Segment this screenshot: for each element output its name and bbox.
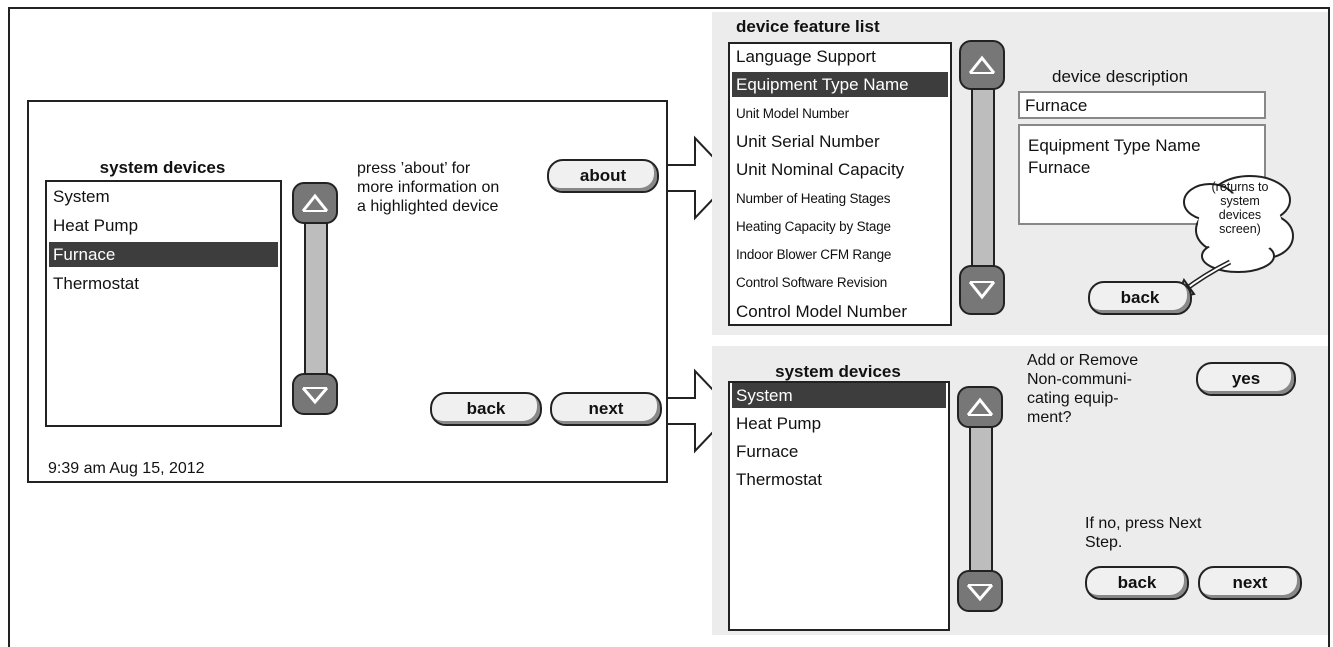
chevron-down-icon [968, 281, 996, 300]
callout-line: screen) [1219, 222, 1261, 236]
instruction-line: a highlighted device [357, 198, 499, 215]
about-instruction: press ’about’ for more information on a … [357, 159, 547, 216]
chevron-up-icon [966, 397, 994, 416]
list-item[interactable]: Unit Model Number [736, 105, 849, 121]
callout-text: (returns to system devices screen) [1198, 180, 1282, 236]
chevron-down-icon [966, 584, 994, 602]
scroll-down-button[interactable] [957, 570, 1003, 612]
device-description-label: device description [1052, 67, 1189, 86]
add-next-button[interactable]: next [1198, 566, 1302, 600]
about-button[interactable]: about [547, 159, 659, 193]
list-item[interactable]: Thermostat [53, 274, 139, 293]
list-item[interactable]: Heat Pump [53, 216, 139, 235]
question-line: ment? [1027, 409, 1072, 426]
device-description-field: Furnace [1018, 91, 1266, 119]
chevron-down-icon [301, 387, 329, 405]
chevron-up-icon [968, 55, 996, 74]
list-item[interactable]: Furnace [736, 442, 799, 461]
scroll-down-button[interactable] [959, 265, 1005, 315]
description-line: Equipment Type Name [1028, 136, 1201, 155]
chevron-up-icon [301, 193, 329, 212]
if-no-line: Step. [1085, 534, 1123, 551]
scroll-up-button[interactable] [959, 40, 1005, 90]
scroll-track[interactable] [969, 410, 993, 586]
scroll-up-button[interactable] [957, 386, 1003, 428]
list-item[interactable]: Unit Serial Number [736, 131, 880, 151]
add-back-button[interactable]: back [1085, 566, 1189, 600]
back-button[interactable]: back [430, 392, 542, 426]
callout-line: devices [1218, 208, 1262, 222]
scroll-up-button[interactable] [292, 182, 338, 224]
if-no-line: If no, press Next [1085, 515, 1202, 532]
device-description-value: Furnace [1025, 96, 1088, 115]
timestamp: 9:39 am Aug 15, 2012 [48, 460, 205, 477]
callout-line: system [1220, 194, 1260, 208]
device-feature-list-heading: device feature list [736, 17, 880, 36]
yes-button[interactable]: yes [1196, 362, 1296, 396]
list-item[interactable]: Number of Heating Stages [736, 190, 891, 206]
scroll-track[interactable] [304, 210, 328, 382]
feature-back-button[interactable]: back [1088, 281, 1192, 315]
list-item[interactable]: Furnace [49, 242, 278, 267]
instruction-line: press ’about’ for [357, 160, 471, 177]
list-item[interactable]: Language Support [736, 47, 876, 66]
list-item[interactable]: Equipment Type Name [732, 72, 948, 98]
list-item[interactable]: Unit Nominal Capacity [736, 160, 905, 180]
list-item[interactable]: Heat Pump [736, 414, 822, 433]
scroll-down-button[interactable] [292, 373, 338, 415]
question-line: cating equip- [1027, 390, 1119, 407]
list-item[interactable]: Indoor Blower CFM Range [736, 247, 892, 263]
list-item[interactable]: Thermostat [736, 470, 822, 489]
question-line: Add or Remove [1027, 352, 1139, 369]
system-devices-heading: system devices [99, 158, 226, 177]
if-no-instruction: If no, press Next Step. [1085, 514, 1202, 552]
add-remove-question: Add or Remove Non-communi- cating equip-… [1027, 351, 1138, 427]
callout-line: (returns to [1211, 180, 1269, 194]
figure-frame [8, 7, 1330, 647]
list-item[interactable]: Heating Capacity by Stage [736, 218, 891, 234]
next-button[interactable]: next [550, 392, 662, 426]
question-line: Non-communi- [1027, 371, 1132, 388]
instruction-line: more information on [357, 179, 500, 196]
list-item[interactable]: System [732, 383, 946, 408]
list-item[interactable]: Control Model Number [736, 301, 908, 321]
list-item[interactable]: System [53, 187, 110, 206]
description-line: Furnace [1028, 158, 1091, 177]
add-system-devices-heading: system devices [775, 362, 901, 381]
list-item[interactable]: Control Software Revision [736, 275, 888, 291]
